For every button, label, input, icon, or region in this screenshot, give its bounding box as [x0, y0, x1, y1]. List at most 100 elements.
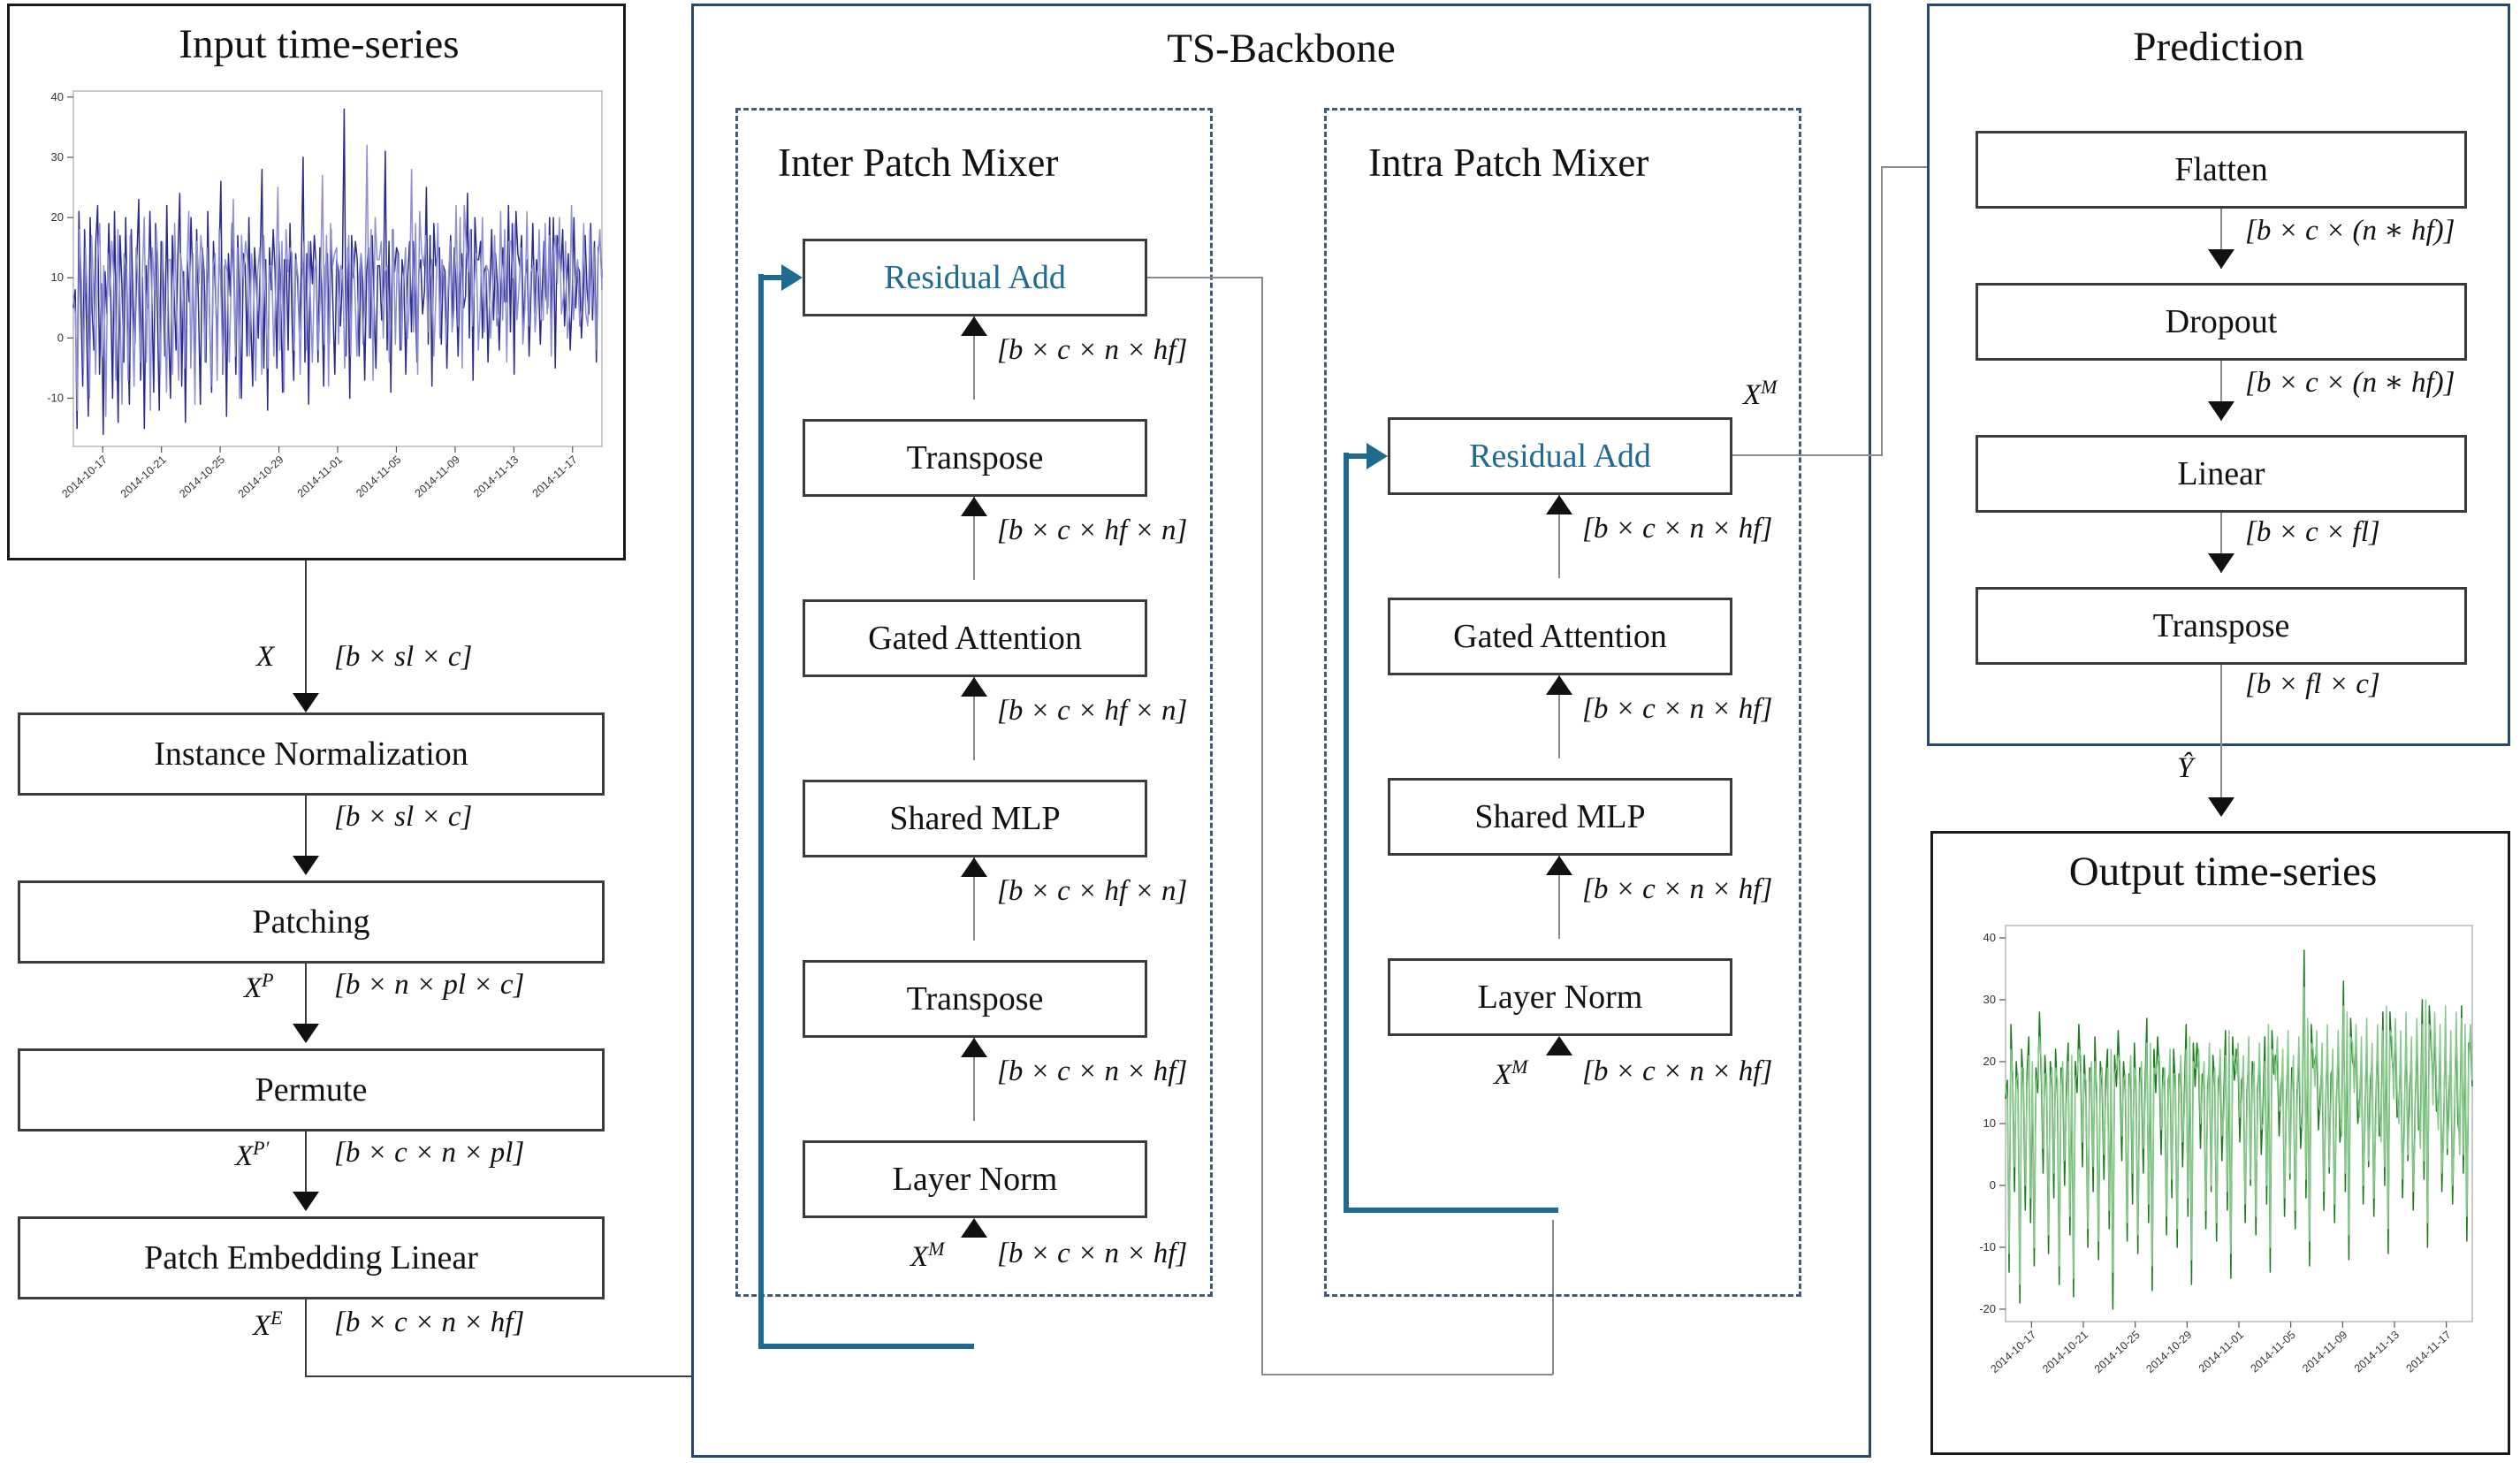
box-label: Transpose	[906, 439, 1044, 476]
box-label: Shared MLP	[1474, 798, 1646, 835]
edge-arrow-permute-patchembed	[293, 1192, 319, 1211]
edge-line-xe-right	[305, 1375, 974, 1377]
edge-arrow-intra-2	[1546, 675, 1572, 695]
svg-text:-20: -20	[1979, 1302, 1996, 1315]
edge-line-patching-permute	[305, 964, 307, 1024]
box-intra-gated-attention[interactable]: Gated Attention	[1388, 598, 1732, 675]
edge-line-inter-out-down	[1261, 277, 1263, 1375]
edge-line-x	[305, 560, 307, 693]
edge-line-inter-out-to-intra	[1261, 1374, 1553, 1375]
svg-text:20: 20	[1983, 1055, 1996, 1068]
svg-text:40: 40	[1983, 931, 1996, 944]
edge-line-inter-1	[973, 316, 975, 400]
edge-arrow-intra-1	[1546, 495, 1572, 514]
edge-line-instnorm-patching	[305, 796, 307, 856]
ts-backbone-title: TS-Backbone	[1167, 26, 1396, 72]
edge-arrow-inter-1	[961, 316, 987, 336]
box-prediction-transpose[interactable]: Transpose	[1976, 587, 2467, 665]
edge-line-inter-3	[973, 677, 975, 760]
edge-arrow-linear-transpose	[2208, 553, 2235, 573]
edge-shape-linear-transpose: [b × c × fl]	[2245, 516, 2380, 548]
prediction-panel-title: Prediction	[2133, 24, 2304, 70]
box-label: Gated Attention	[1453, 618, 1667, 655]
edge-line-xe-down	[305, 1299, 307, 1377]
edge-line-dropout-linear	[2220, 361, 2222, 421]
box-permute[interactable]: Permute	[18, 1048, 605, 1132]
box-inter-layer-norm[interactable]: Layer Norm	[803, 1140, 1147, 1218]
edge-symbol-inter-xm: XM	[910, 1238, 945, 1273]
svg-text:2014-10-29: 2014-10-29	[2143, 1329, 2194, 1375]
residual-skip-intra-into-box	[1344, 453, 1372, 459]
box-intra-residual-add[interactable]: Residual Add	[1388, 417, 1732, 495]
box-inter-transpose-bottom[interactable]: Transpose	[803, 960, 1147, 1038]
box-label: Layer Norm	[892, 1161, 1058, 1198]
box-instance-normalization[interactable]: Instance Normalization	[18, 712, 605, 796]
residual-skip-intra-vertical	[1344, 453, 1349, 1213]
box-label: Residual Add	[884, 259, 1066, 296]
svg-text:40: 40	[51, 90, 64, 103]
edge-shape-x: [b × sl × c]	[334, 641, 473, 673]
edge-shape-xe: [b × c × n × hf]	[334, 1307, 525, 1338]
edge-arrow-intra-input	[1546, 1036, 1572, 1055]
edge-arrow-inter-3	[961, 677, 987, 697]
edge-shape-instnorm-patching: [b × sl × c]	[334, 801, 473, 833]
box-dropout[interactable]: Dropout	[1976, 283, 2467, 361]
intra-patch-mixer-group	[1324, 108, 1801, 1297]
svg-text:2014-11-09: 2014-11-09	[413, 453, 462, 500]
edge-arrow-inter-input	[961, 1218, 987, 1238]
box-label: Flatten	[2174, 151, 2268, 188]
svg-text:2014-11-13: 2014-11-13	[471, 453, 521, 500]
edge-arrow-yhat	[2208, 797, 2235, 817]
svg-text:2014-10-17: 2014-10-17	[59, 453, 110, 500]
edge-arrow-inter-4	[961, 857, 987, 877]
box-patch-embedding-linear[interactable]: Patch Embedding Linear	[18, 1216, 605, 1299]
edge-shape-inter-5: [b × c × n × hf]	[997, 1055, 1188, 1087]
edge-line-intra-2	[1558, 675, 1560, 758]
svg-text:10: 10	[51, 271, 64, 284]
box-inter-transpose-top[interactable]: Transpose	[803, 419, 1147, 497]
edge-line-intra-out-right	[1732, 454, 1883, 456]
svg-text:2014-11-01: 2014-11-01	[295, 453, 345, 500]
edge-arrow-flatten-dropout	[2208, 249, 2235, 269]
edge-shape-transpose-output: [b × fl × c]	[2245, 668, 2380, 700]
box-label: Instance Normalization	[154, 735, 468, 773]
svg-text:2014-11-05: 2014-11-05	[2248, 1329, 2297, 1375]
box-intra-layer-norm[interactable]: Layer Norm	[1388, 958, 1732, 1036]
edge-line-inter-2	[973, 497, 975, 580]
box-intra-shared-mlp[interactable]: Shared MLP	[1388, 778, 1732, 856]
box-flatten[interactable]: Flatten	[1976, 131, 2467, 209]
edge-shape-dropout-linear: [b × c × (n ∗ hf)]	[2245, 367, 2455, 399]
output-panel-title: Output time-series	[2068, 849, 2378, 895]
edge-arrow-x	[293, 693, 319, 712]
edge-line-intra-feed-up	[1552, 1220, 1554, 1375]
box-patching[interactable]: Patching	[18, 880, 605, 964]
box-inter-gated-attention[interactable]: Gated Attention	[803, 599, 1147, 677]
edge-shape-inter-input: [b × c × n × hf]	[997, 1238, 1188, 1269]
svg-text:2014-11-01: 2014-11-01	[2196, 1329, 2246, 1375]
svg-text:2014-11-13: 2014-11-13	[2352, 1329, 2402, 1375]
edge-symbol-xpprime: XP′	[235, 1137, 270, 1172]
edge-line-yhat	[2220, 665, 2222, 806]
svg-text:2014-11-17: 2014-11-17	[2403, 1329, 2453, 1375]
svg-text:30: 30	[1983, 993, 1996, 1006]
box-label: Layer Norm	[1477, 979, 1643, 1016]
edge-shape-patching-permute: [b × n × pl × c]	[334, 969, 525, 1001]
edge-shape-intra-1: [b × c × n × hf]	[1582, 513, 1773, 545]
edge-line-intra-1	[1558, 495, 1560, 578]
edge-shape-inter-3: [b × c × hf × n]	[997, 695, 1188, 727]
svg-text:2014-10-25: 2014-10-25	[177, 453, 227, 500]
edge-arrow-instnorm-patching	[293, 856, 319, 875]
box-label: Dropout	[2165, 303, 2278, 340]
box-inter-residual-add[interactable]: Residual Add	[803, 239, 1147, 316]
svg-text:10: 10	[1983, 1116, 1996, 1130]
box-inter-shared-mlp[interactable]: Shared MLP	[803, 780, 1147, 857]
box-linear[interactable]: Linear	[1976, 435, 2467, 513]
svg-text:0: 0	[57, 331, 64, 344]
box-label: Transpose	[906, 980, 1044, 1017]
edge-shape-intra-2: [b × c × n × hf]	[1582, 693, 1773, 725]
